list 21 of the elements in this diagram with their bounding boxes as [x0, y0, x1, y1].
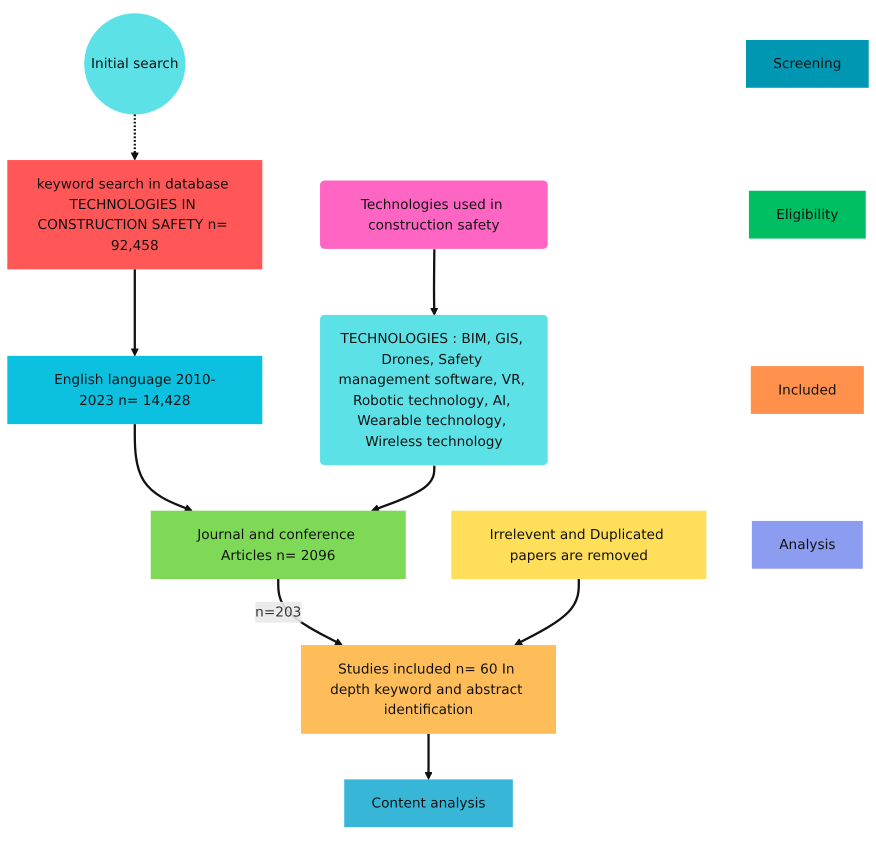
- arrow: [130, 114, 139, 161]
- arrow: [514, 579, 580, 646]
- arrow: [424, 734, 433, 780]
- node-box: Content analysis: [344, 780, 513, 828]
- arrow: [134, 424, 193, 512]
- node-box: Eligibility: [748, 191, 866, 239]
- node-box: Irrelevent and Duplicated papers are removed: [451, 510, 706, 580]
- edge-label: n=203: [255, 604, 302, 620]
- node-box: Studies included n= 60 In depth keyword and abstract identification: [301, 645, 556, 734]
- arrow: [371, 466, 436, 512]
- node-box: Technologies used in construction safety: [320, 180, 548, 250]
- node-box: Included: [750, 366, 864, 414]
- node-box: Analysis: [752, 521, 863, 569]
- node-box: English language 2010-2023 n= 14,428: [7, 356, 262, 424]
- node-box: Journal and conference Articles n= 2096: [150, 510, 406, 580]
- node-box: TECHNOLOGIES : BIM, GIS, Drones, Safety management software, VR, Robotic technology, AI, Wearable technology, Wireless technology: [320, 315, 548, 466]
- node-box: keyword search in database TECHNOLOGIES IN CONSTRUCTION SAFETY n= 92,458: [7, 160, 262, 270]
- arrow: [430, 250, 438, 316]
- node-circle: Initial search: [84, 14, 186, 115]
- node-box: Screening: [746, 40, 869, 88]
- arrow: [130, 270, 139, 356]
